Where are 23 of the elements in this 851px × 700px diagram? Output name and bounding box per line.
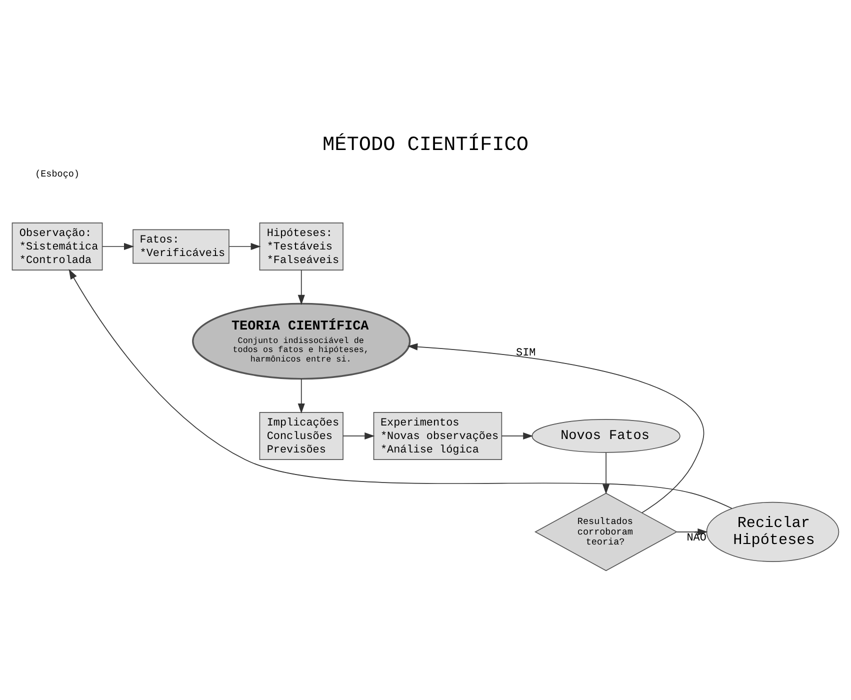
arrow: [228, 242, 261, 250]
node-ellipse: TEORIA CIENTÍFICA Conjunto indissociável de todos os fatos e hipóteses, harmônicos entre si.: [192, 302, 411, 380]
arrow: [298, 378, 305, 414]
label: (Esboço): [35, 168, 80, 179]
arrow: [102, 242, 134, 250]
node-diamond: Resultados corroboram teoria?: [534, 492, 678, 571]
node-box: Implicações Conclusões Previsões: [259, 411, 344, 460]
diagram-title: MÉTODO CIENTÍFICO: [322, 133, 528, 156]
arrow: [676, 528, 708, 535]
arrow: [407, 342, 704, 513]
arrow: [68, 268, 732, 508]
node-box: Hipóteses: *Testáveis *Falseáveis: [259, 222, 344, 270]
node-ellipse: Novos Fatos: [532, 418, 680, 452]
edge-label: SIM: [516, 347, 536, 360]
node-box: Fatos: *Verificáveis: [132, 228, 230, 264]
arrow: [298, 269, 305, 305]
arrow: [602, 452, 610, 494]
arrow: [342, 432, 375, 439]
edge-label: NÃO: [686, 532, 706, 544]
node-box: Experimentos *Novas observações *Análise lógica: [373, 411, 502, 460]
node-box: Observação: *Sistemática *Controlada: [12, 222, 103, 270]
node-ellipse: Reciclar Hipóteses: [706, 501, 840, 562]
arrow: [501, 432, 534, 439]
